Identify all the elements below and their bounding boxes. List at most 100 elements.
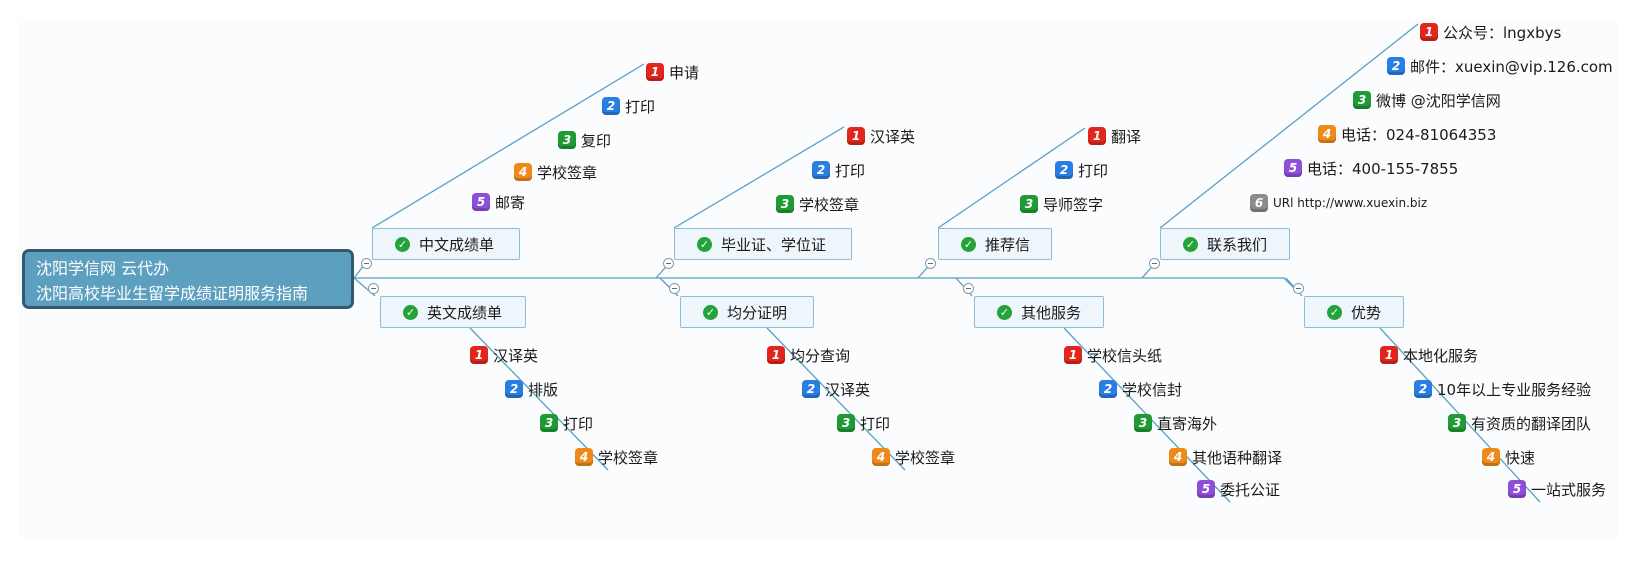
branch-diagonal-line	[766, 327, 906, 471]
check-icon: ✓	[703, 304, 718, 320]
priority-2-icon: 2	[505, 380, 523, 398]
priority-2-icon: 2	[1387, 57, 1405, 75]
priority-4-icon: 4	[1482, 448, 1500, 466]
list-item[interactable]: 4 快速	[1482, 446, 1535, 468]
priority-2-icon: 2	[1055, 161, 1073, 179]
central-topic[interactable]: 沈阳学信网 云代办 沈阳高校毕业生留学成绩证明服务指南	[22, 249, 354, 309]
collapse-button[interactable]	[963, 283, 974, 294]
priority-5-icon: 5	[1284, 159, 1302, 177]
collapse-button[interactable]	[1149, 258, 1160, 269]
item-label: 翻译	[1111, 127, 1142, 146]
priority-2-icon: 2	[1414, 380, 1432, 398]
check-icon: ✓	[1327, 304, 1342, 320]
item-label: 学校信头纸	[1087, 346, 1163, 365]
item-label: 导师签字	[1043, 195, 1104, 214]
item-label: 学校信封	[1122, 380, 1183, 399]
item-label: 打印	[625, 97, 656, 116]
collapse-button[interactable]	[1293, 283, 1304, 294]
item-label: 学校签章	[799, 195, 860, 214]
item-label: 学校签章	[598, 448, 659, 467]
branch-diagonal-line	[673, 126, 845, 229]
branch-advantages[interactable]: ✓ 优势	[1304, 296, 1404, 328]
item-label: 均分查询	[790, 346, 851, 365]
branch-label: 毕业证、学位证	[721, 235, 827, 254]
item-label: 汉译英	[825, 380, 871, 399]
branch-english-transcript[interactable]: ✓ 英文成绩单	[380, 296, 526, 328]
item-label: 委托公证	[1220, 480, 1281, 499]
list-item[interactable]: 4 学校签章	[514, 161, 597, 183]
branch-label: 中文成绩单	[419, 235, 495, 254]
item-label: 打印	[860, 414, 891, 433]
list-item[interactable]: 4 学校签章	[575, 446, 658, 468]
priority-1-icon: 1	[1064, 346, 1082, 364]
priority-1-icon: 1	[1420, 23, 1438, 41]
check-icon: ✓	[1183, 236, 1198, 252]
branch-diploma-degree[interactable]: ✓ 毕业证、学位证	[674, 228, 852, 260]
branch-contact-us[interactable]: ✓ 联系我们	[1160, 228, 1290, 260]
priority-1-icon: 1	[470, 346, 488, 364]
list-item[interactable]: 2 打印	[1055, 159, 1108, 181]
item-label: 复印	[581, 131, 612, 150]
item-label: 直寄海外	[1157, 414, 1218, 433]
list-item[interactable]: 1 学校信头纸	[1064, 344, 1162, 366]
collapse-button[interactable]	[669, 283, 680, 294]
check-icon: ✓	[997, 304, 1012, 320]
collapse-button[interactable]	[663, 258, 674, 269]
priority-1-icon: 1	[1380, 346, 1398, 364]
branch-chinese-transcript[interactable]: ✓ 中文成绩单	[372, 228, 520, 260]
item-label: 汉译英	[870, 127, 916, 146]
item-label: 快速	[1505, 448, 1536, 467]
priority-4-icon: 4	[872, 448, 890, 466]
collapse-button[interactable]	[361, 258, 372, 269]
branch-label: 均分证明	[727, 303, 788, 322]
priority-4-icon: 4	[514, 163, 532, 181]
check-icon: ✓	[403, 304, 418, 320]
list-item[interactable]: 1 汉译英	[847, 125, 915, 147]
check-icon: ✓	[697, 236, 712, 252]
priority-4-icon: 4	[575, 448, 593, 466]
item-label: 学校签章	[537, 163, 598, 182]
branch-recommendation-letter[interactable]: ✓ 推荐信	[938, 228, 1052, 260]
priority-1-icon: 1	[847, 127, 865, 145]
check-icon: ✓	[961, 236, 976, 252]
branch-other-services[interactable]: ✓ 其他服务	[974, 296, 1104, 328]
item-label: 有资质的翻译团队	[1471, 414, 1592, 433]
item-label: 电话：024-81064353	[1341, 125, 1497, 144]
collapse-button[interactable]	[368, 283, 379, 294]
branch-label: 推荐信	[985, 235, 1031, 254]
item-label: 打印	[1078, 161, 1109, 180]
branch-diagonal-line	[371, 63, 645, 229]
branch-gpa-certificate[interactable]: ✓ 均分证明	[680, 296, 814, 328]
check-icon: ✓	[395, 236, 410, 252]
collapse-button[interactable]	[925, 258, 936, 269]
